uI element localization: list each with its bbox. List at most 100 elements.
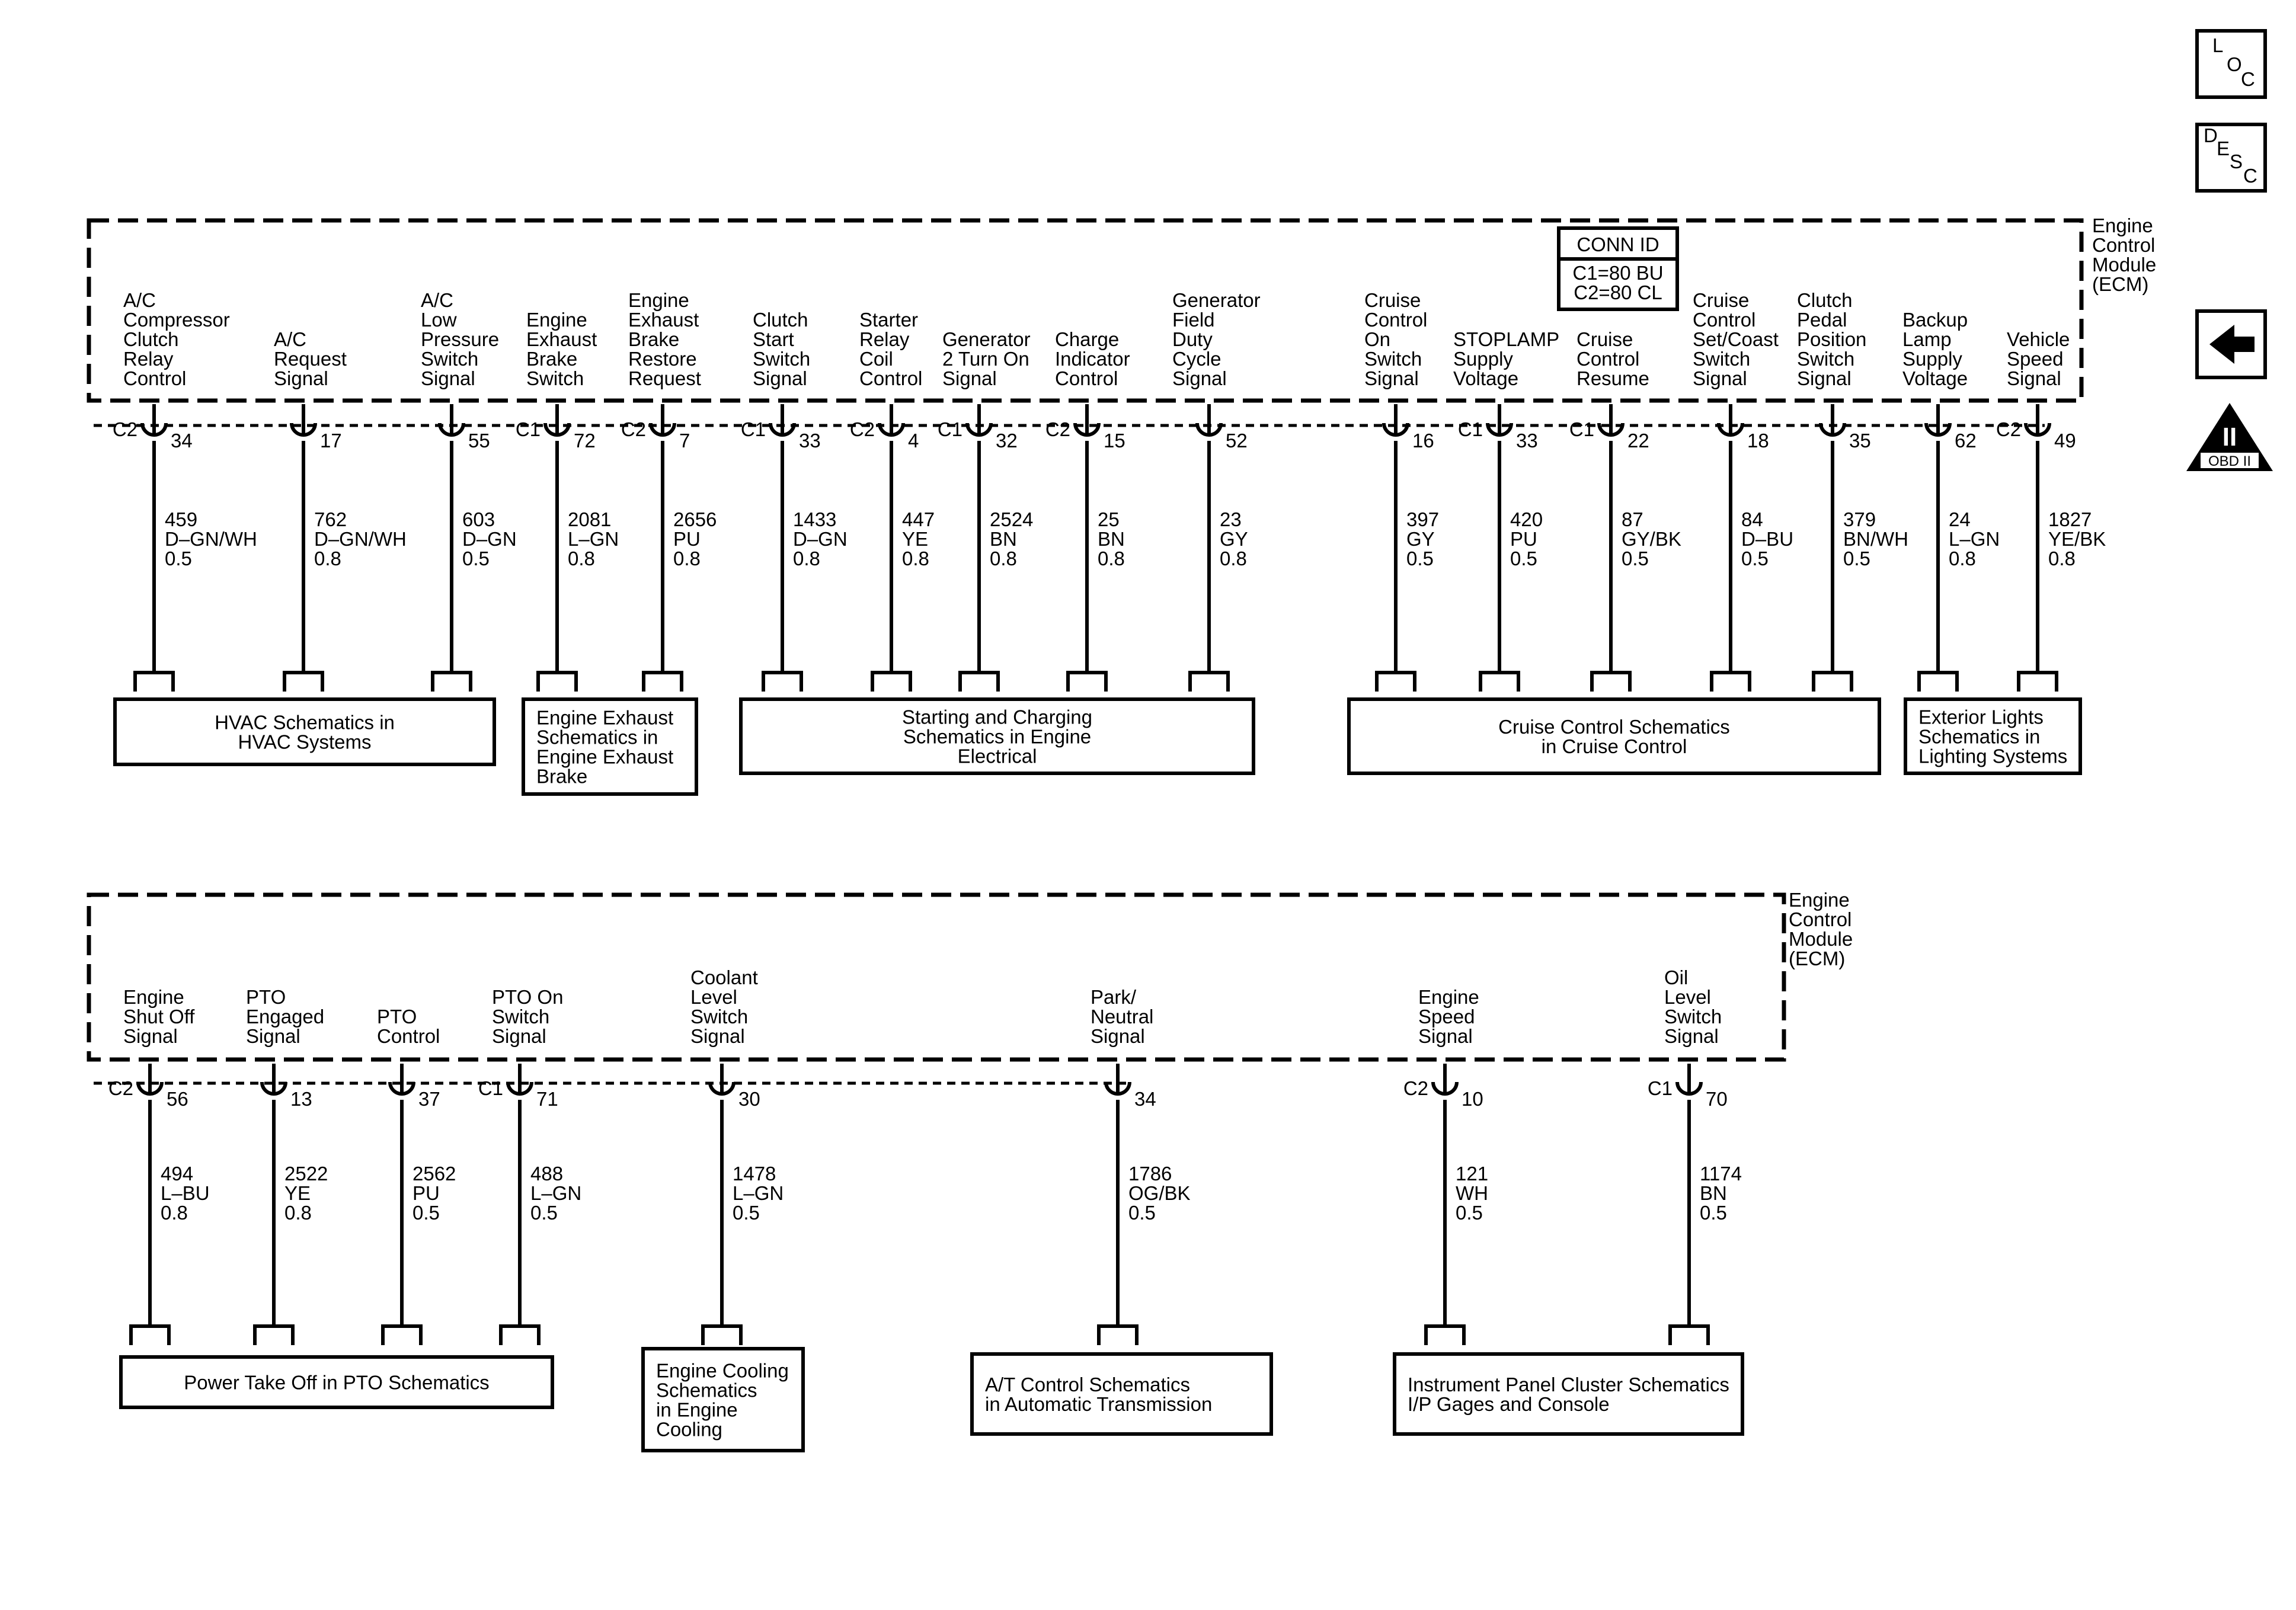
destination-frame [1393,1352,1744,1436]
terminal-clamp [129,1324,171,1345]
destination-text: Schematics in [1918,726,2040,748]
pin-top-0: A/CCompressorClutchRelayControlC234459D–… [113,289,257,692]
circuit-label: BN [1700,1182,1727,1204]
pin-function-label: Signal [1091,1025,1145,1047]
terminal-clamp [1917,671,1959,692]
destination-box-bottom-0[interactable]: Power Take Off in PTO Schematics [119,1355,554,1409]
circuit-label: 0.8 [902,548,929,569]
pin-function-label: Coolant [690,966,758,988]
destination-text: HVAC Systems [238,731,372,753]
circuit-label: 0.5 [1456,1202,1483,1224]
conn-id-title: CONN ID [1576,233,1659,255]
connector-symbol [136,1081,164,1096]
destination-text: Lighting Systems [1918,745,2067,767]
destination-text: Engine Exhaust [536,707,673,729]
pin-function-label: Switch [1693,348,1750,370]
destination-frame [113,697,496,766]
pin-number: 10 [1462,1088,1483,1110]
circuit-label: L–GN [568,528,619,550]
circuit-label: YE [284,1182,311,1204]
circuit-label: L–BU [161,1182,210,1204]
circuit-label: 2562 [412,1163,456,1185]
pin-function-label: Exhaust [526,328,597,350]
terminal-clamp [253,1324,295,1345]
conn-id-box: CONN ID C1=80 BU C2=80 CL [1557,226,1679,311]
destination-text: in Engine [656,1399,738,1421]
pin-function-label: Switch [1664,1006,1722,1028]
circuit-label: 84 [1741,508,1763,530]
pin-function-label: PTO [377,1006,417,1028]
pin-function-label: Signal [753,367,807,389]
terminal-clamp [1188,671,1230,692]
circuit-label: 1174 [1700,1163,1742,1185]
circuit-label: L–GN [733,1182,784,1204]
pin-function-label: Control [377,1025,440,1047]
pin-function-label: Clutch [753,309,808,331]
pin-number: 30 [738,1088,760,1110]
ecm-label: Control [2092,234,2155,256]
obd-ii-icon[interactable]: II OBD II [2186,403,2273,471]
pin-function-label: Signal [1797,367,1851,389]
circuit-label: 23 [1220,508,1242,530]
terminal-clamp [762,671,803,692]
circuit-label: 0.8 [284,1202,312,1224]
connector-symbol [1431,1081,1459,1096]
connector-id: C1 [1458,418,1483,440]
pin-function-label: Charge [1055,328,1119,350]
destination-text: Electrical [958,745,1037,767]
pin-function-label: PTO On [492,986,563,1008]
pin-function-label: Signal [690,1025,745,1047]
terminal-clamp [1424,1324,1466,1345]
circuit-label: L–GN [1949,528,2000,550]
circuit-label: 420 [1510,508,1543,530]
circuit-label: 379 [1843,508,1876,530]
circuit-label: 762 [314,508,347,530]
pin-number: 71 [536,1088,558,1110]
pin-function-label: Starter [859,309,918,331]
back-arrow-icon[interactable] [2195,309,2267,379]
connector-symbol [543,422,571,437]
ecm-label: (ECM) [2092,273,2148,295]
pin-function-label: Indicator [1055,348,1130,370]
pin-function-label: 2 Turn On [942,348,1029,370]
destination-frame [522,697,698,796]
circuit-label: 0.8 [1098,548,1125,569]
pin-function-label: Clutch [123,328,179,350]
circuit-label: D–GN [793,528,848,550]
connector-symbol [965,422,993,437]
pin-function-label: A/C [421,289,453,311]
pin-number: 22 [1627,430,1649,452]
terminal-clamp [642,671,683,692]
terminal-clamp [1812,671,1853,692]
circuit-label: L–GN [530,1182,581,1204]
pin-number: 16 [1412,430,1434,452]
destination-text: I/P Gages and Console [1408,1393,1610,1415]
pin-function-label: Switch [1364,348,1422,370]
connector-symbol [1382,422,1409,437]
pin-function-label: Cruise [1693,289,1749,311]
connector-symbol [506,1081,533,1096]
loc-icon[interactable]: L O C [2195,29,2267,99]
desc-icon[interactable]: D E S C [2195,123,2267,193]
pin-function-label: Field [1172,309,1215,331]
bottom-ecm-outline [87,892,1786,1062]
pin-function-label: Speed [1418,1006,1475,1028]
connector-symbol [1819,422,1846,437]
pin-function-label: Signal [274,367,328,389]
circuit-label: 1478 [733,1163,776,1185]
circuit-label: 0.5 [1510,548,1537,569]
terminal-clamp [1097,1324,1139,1345]
